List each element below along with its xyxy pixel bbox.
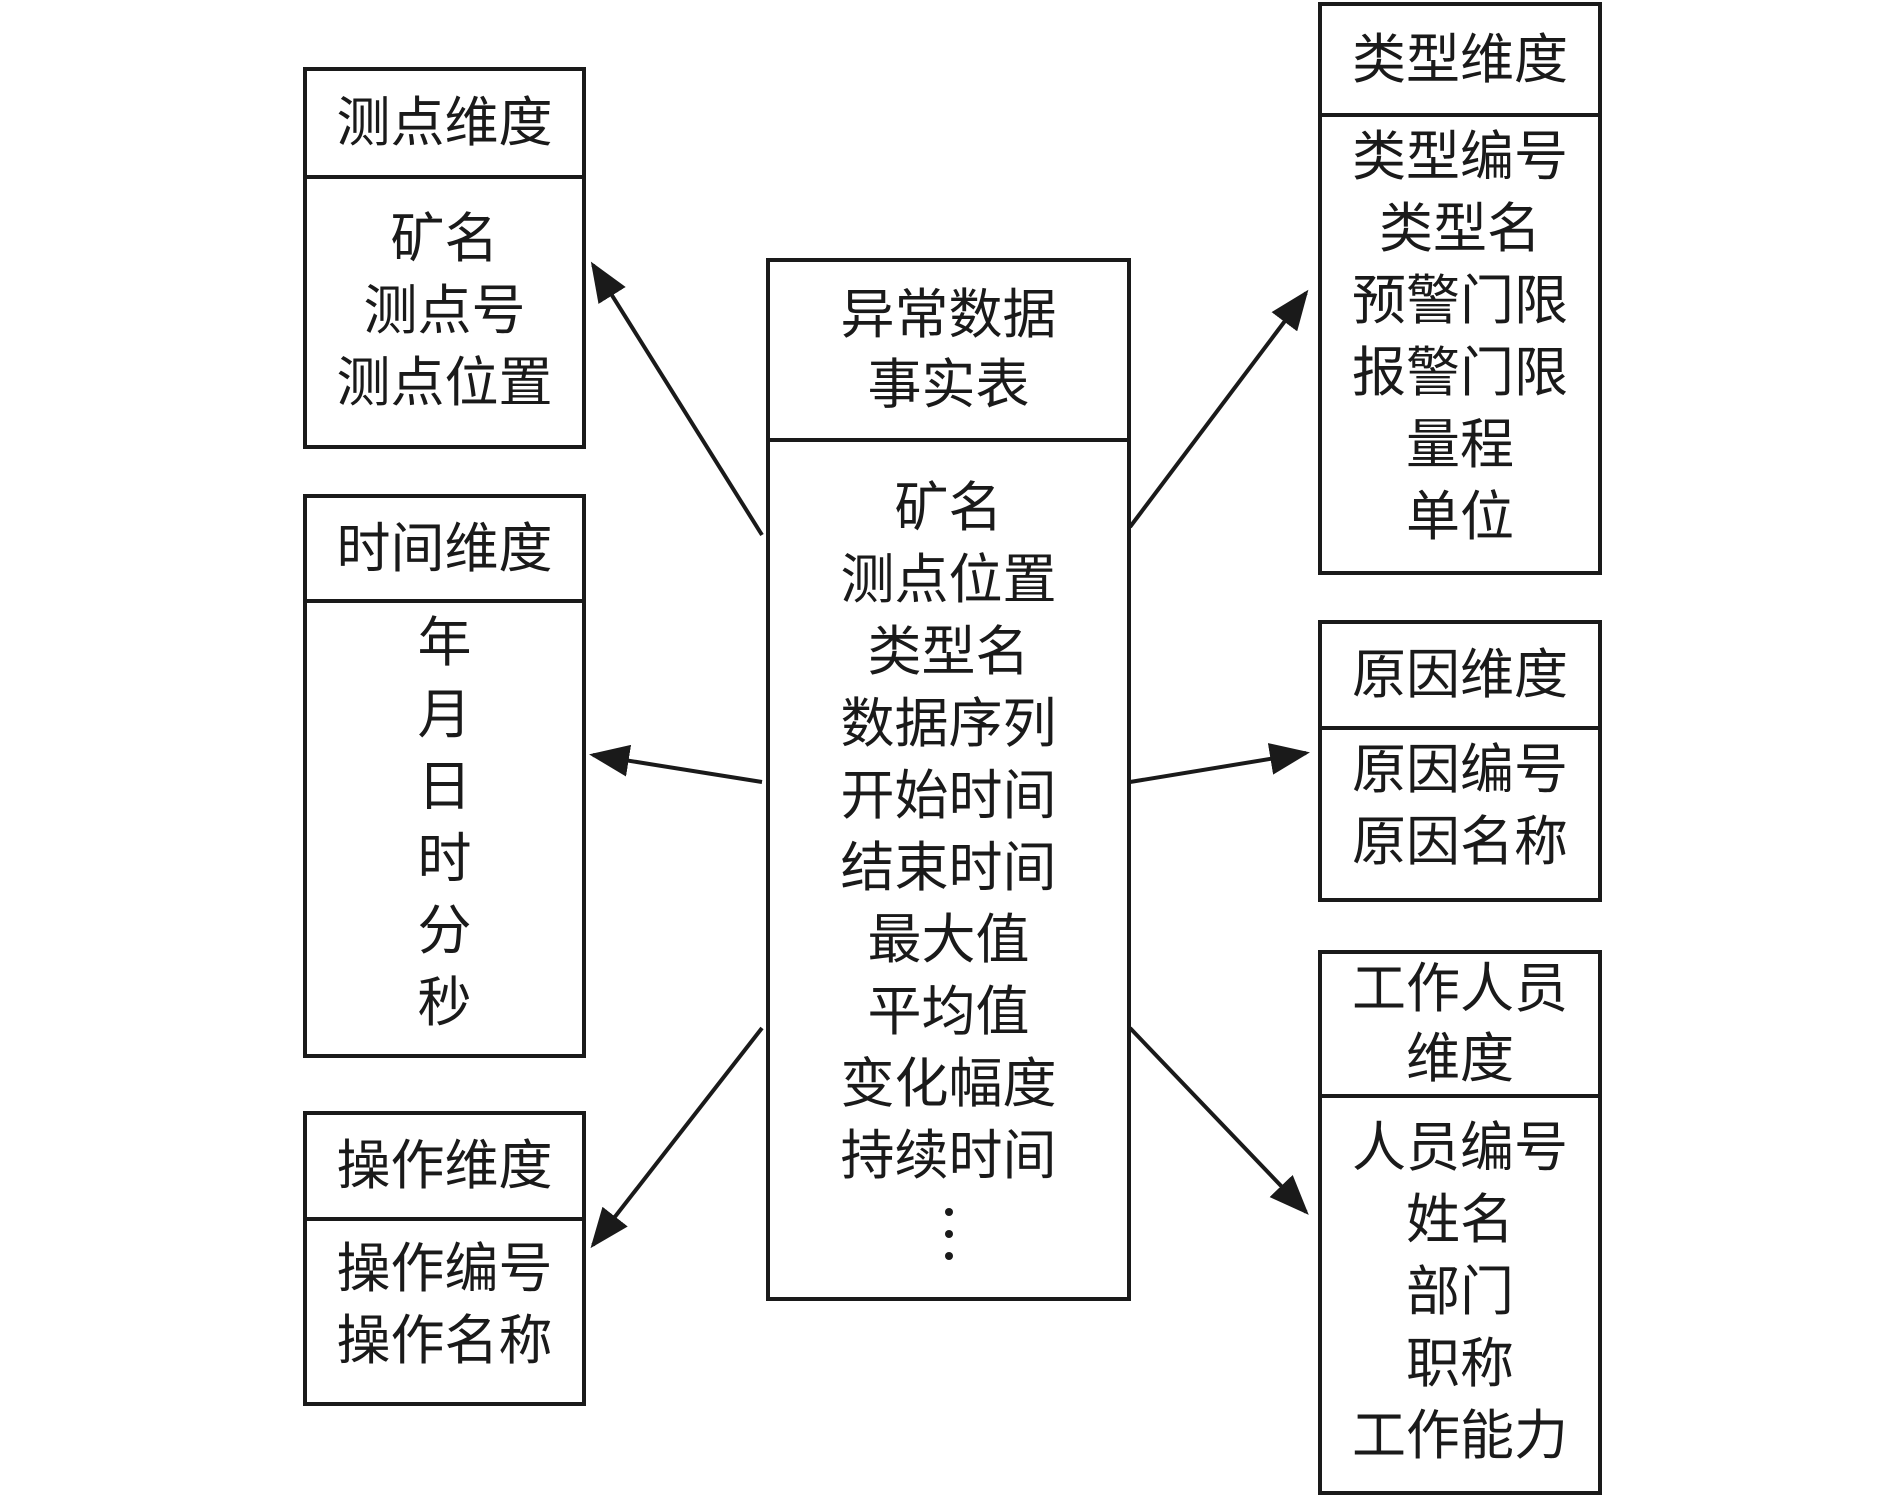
dimension-title-text: 原因维度 — [1352, 643, 1568, 706]
dimension-field: 人员编号 — [1352, 1116, 1568, 1179]
operation-dimension-box: 操作维度 操作编号 操作名称 — [303, 1111, 586, 1406]
arrow-to-reason — [1129, 743, 1310, 784]
dimension-title-text: 类型维度 — [1352, 27, 1568, 91]
measure-point-dimension-box: 测点维度 矿名 测点号 测点位置 — [303, 67, 586, 449]
reason-dimension-title: 原因维度 — [1322, 624, 1598, 730]
fact-field: 矿名 — [894, 476, 1003, 539]
dimension-field: 姓名 — [1406, 1188, 1514, 1251]
fact-field: 最大值 — [867, 908, 1030, 971]
dimension-field: 原因名称 — [1352, 810, 1568, 873]
dimension-title-text: 操作维度 — [336, 1134, 553, 1197]
ellipsis-vertical-icon — [944, 1208, 953, 1260]
dimension-field: 年 — [417, 611, 472, 674]
time-dimension-box: 时间维度 年 月 日 时 分 秒 — [303, 494, 586, 1058]
dimension-field: 报警门限 — [1352, 341, 1568, 404]
fact-field: 变化幅度 — [840, 1052, 1057, 1115]
operation-dimension-fields: 操作编号 操作名称 — [307, 1221, 582, 1402]
dimension-field: 量程 — [1406, 413, 1514, 476]
dimension-title-text: 测点维度 — [336, 91, 553, 154]
dimension-title-text: 时间维度 — [336, 516, 553, 580]
time-dimension-title: 时间维度 — [307, 498, 582, 603]
measure-point-dimension-title: 测点维度 — [307, 71, 582, 179]
dimension-title-text: 工作人员 — [1352, 957, 1568, 1020]
fact-field: 平均值 — [867, 980, 1030, 1043]
dimension-field: 分 — [417, 899, 472, 962]
dimension-field: 原因编号 — [1352, 738, 1568, 801]
staff-dimension-fields: 人员编号 姓名 部门 职称 工作能力 — [1322, 1098, 1598, 1491]
fact-field: 结束时间 — [840, 836, 1057, 899]
arrow-to-time — [589, 744, 763, 784]
time-dimension-fields: 年 月 日 时 分 秒 — [307, 603, 582, 1054]
dimension-field: 类型编号 — [1352, 125, 1568, 188]
dimension-field: 单位 — [1406, 485, 1514, 548]
fact-field: 开始时间 — [840, 764, 1057, 827]
staff-dimension-title: 工作人员 维度 — [1322, 954, 1598, 1098]
fact-table-box: 异常数据 事实表 矿名 测点位置 类型名 数据序列 开始时间 结束时间 最大值 … — [766, 258, 1131, 1301]
fact-title-line: 异常数据 — [840, 283, 1057, 346]
fact-field: 测点位置 — [840, 548, 1057, 611]
dimension-field: 日 — [417, 755, 472, 818]
measure-point-dimension-fields: 矿名 测点号 测点位置 — [307, 179, 582, 445]
arrow-to-type — [1128, 289, 1309, 529]
dimension-field: 时 — [417, 827, 472, 890]
type-dimension-box: 类型维度 类型编号 类型名 预警门限 报警门限 量程 单位 — [1318, 2, 1602, 575]
type-dimension-fields: 类型编号 类型名 预警门限 报警门限 量程 单位 — [1322, 117, 1598, 571]
dimension-field: 预警门限 — [1352, 269, 1568, 332]
dimension-field: 工作能力 — [1352, 1404, 1568, 1467]
fact-field: 类型名 — [867, 620, 1030, 683]
arrow-to-staff — [1128, 1026, 1309, 1215]
dimension-field: 部门 — [1406, 1260, 1514, 1323]
staff-dimension-box: 工作人员 维度 人员编号 姓名 部门 职称 工作能力 — [1318, 950, 1602, 1495]
arrow-to-measure-point — [590, 261, 764, 537]
dimension-field: 类型名 — [1379, 197, 1541, 260]
dimension-field: 测点号 — [363, 279, 526, 342]
dimension-field: 秒 — [417, 971, 472, 1034]
dimension-field: 测点位置 — [336, 351, 553, 414]
fact-field: 数据序列 — [840, 692, 1057, 755]
dimension-title-text: 维度 — [1406, 1027, 1514, 1090]
fact-table-title: 异常数据 事实表 — [770, 262, 1127, 442]
dimension-field: 职称 — [1406, 1332, 1514, 1395]
fact-title-line: 事实表 — [867, 353, 1030, 416]
dimension-field: 矿名 — [390, 207, 499, 270]
fact-field: 持续时间 — [840, 1124, 1057, 1187]
arrow-to-operation — [590, 1026, 764, 1249]
operation-dimension-title: 操作维度 — [307, 1115, 582, 1221]
reason-dimension-fields: 原因编号 原因名称 — [1322, 730, 1598, 898]
dimension-field: 操作编号 — [336, 1237, 553, 1300]
dimension-field: 操作名称 — [336, 1309, 553, 1372]
reason-dimension-box: 原因维度 原因编号 原因名称 — [1318, 620, 1602, 902]
fact-table-fields: 矿名 测点位置 类型名 数据序列 开始时间 结束时间 最大值 平均值 变化幅度 … — [770, 442, 1127, 1297]
dimension-field: 月 — [417, 683, 472, 746]
type-dimension-title: 类型维度 — [1322, 6, 1598, 117]
